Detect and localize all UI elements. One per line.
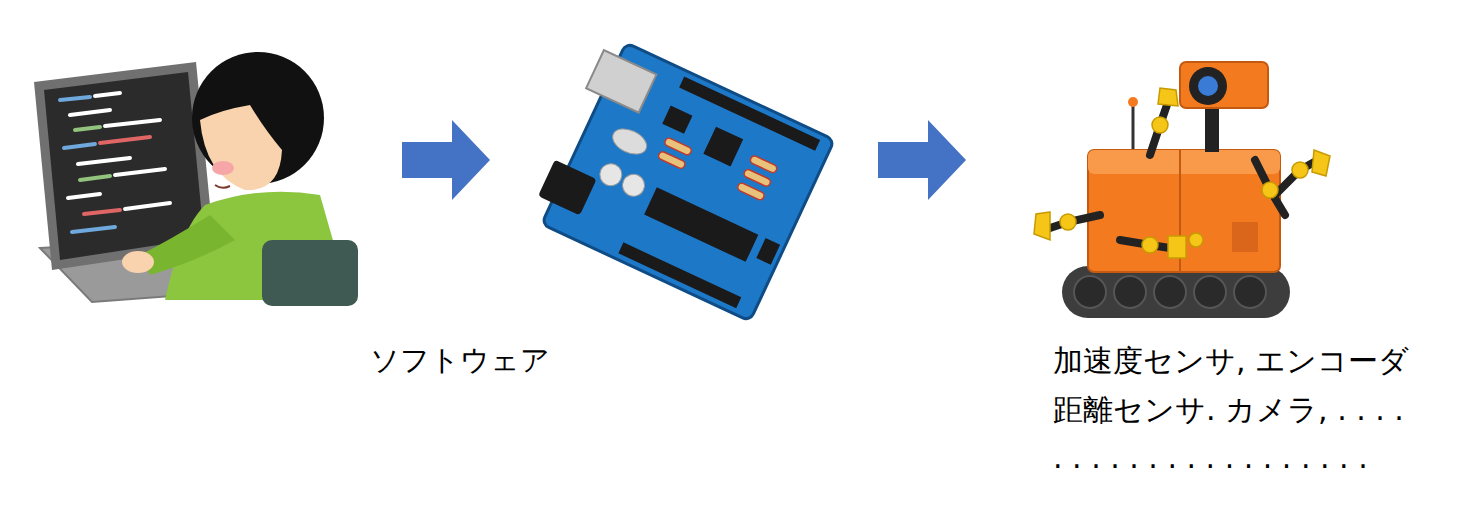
- robot-illustration-part: [1180, 62, 1268, 108]
- sensor-list-label: 距離センサ. カメラ, . . . .: [1053, 392, 1404, 428]
- robot-illustration-part-part: [1074, 276, 1106, 308]
- robot-illustration-part-part: [1189, 233, 1203, 247]
- robot-illustration: [1034, 62, 1330, 318]
- robot-illustration-part-part: [1158, 88, 1178, 106]
- robot-illustration-part-part: [1150, 102, 1168, 155]
- sensor-list-label: . . . . . . . . . . . . . . . . .: [1053, 440, 1368, 476]
- programmer-illustration-part-part: [115, 169, 165, 175]
- flow-arrow: [878, 120, 966, 200]
- microcontroller-board-part: [679, 77, 820, 151]
- microcontroller-board-part: [619, 171, 648, 200]
- sensor-list-label: 加速度センサ, エンコーダ: [1053, 343, 1409, 379]
- microcontroller-board: [526, 36, 834, 322]
- programmer-illustration-part: [122, 251, 154, 273]
- programmer-illustration-part: [215, 185, 230, 188]
- robot-illustration-part: [1088, 150, 1280, 272]
- robot-illustration-part-part: [1034, 212, 1050, 240]
- robot-illustration-part-part: [1142, 237, 1158, 253]
- programmer-illustration-part-part: [78, 158, 130, 164]
- robot-illustration-part-part: [1152, 117, 1168, 133]
- programmer-illustration-part-part: [105, 120, 160, 126]
- microcontroller-board-part-part: [737, 182, 766, 201]
- programmer-illustration-part: [60, 93, 170, 232]
- programmer-illustration-part-part: [68, 194, 100, 198]
- microcontroller-board-part: [618, 242, 741, 308]
- microcontroller-board-part: [596, 160, 625, 189]
- robot-illustration-part-part: [1168, 236, 1186, 258]
- microcontroller-board-part: [538, 160, 597, 216]
- robot-illustration-part: [1074, 276, 1266, 308]
- programmer-illustration-part-part: [60, 97, 90, 100]
- programmer-illustration-part-part: [80, 176, 110, 180]
- robot-illustration-part-part: [1275, 160, 1318, 195]
- programmer-illustration-part-part: [100, 137, 150, 143]
- microcontroller-board-part: [644, 187, 758, 262]
- programmer-illustration-part-part: [75, 127, 100, 130]
- programmer-illustration-part-part: [64, 144, 95, 148]
- robot-illustration-part-part: [1262, 182, 1278, 198]
- programmer-illustration-part-part: [125, 203, 170, 209]
- microcontroller-board-part: [586, 50, 656, 113]
- robot-illustration-part: [1198, 76, 1218, 96]
- programmer-illustration-part: [140, 215, 235, 275]
- robot-illustration-part: [1232, 222, 1258, 252]
- robot-illustration-part: [1132, 104, 1135, 152]
- software-label: ソフトウェア: [370, 343, 550, 378]
- programmer-illustration-part-part: [84, 210, 120, 214]
- programmer-illustration: [34, 52, 358, 306]
- robot-illustration-part: [1034, 88, 1330, 258]
- programmer-illustration-part: [262, 240, 358, 306]
- microcontroller-board-part: [657, 119, 778, 206]
- programmer-illustration-part: [212, 161, 234, 175]
- programmer-illustration-part-part: [70, 110, 110, 115]
- robot-illustration-part-part: [1154, 276, 1186, 308]
- robot-illustration-part-part: [1114, 276, 1146, 308]
- robot-illustration-part-part: [1255, 160, 1285, 215]
- flow-arrow: [402, 120, 490, 200]
- programmer-illustration-part: [200, 105, 282, 190]
- microcontroller-board-part: [756, 238, 780, 265]
- robot-illustration-part-part: [1194, 276, 1226, 308]
- robot-illustration-part-part: [1312, 150, 1330, 176]
- robot-illustration-part: [1062, 266, 1290, 318]
- robot-illustration-part: [1088, 150, 1280, 174]
- microcontroller-board-part: [703, 127, 743, 167]
- microcontroller-board-part-part: [657, 151, 686, 170]
- programmer-illustration-part: [44, 72, 204, 260]
- robot-illustration-part: [1050, 102, 1318, 248]
- robot-illustration-part-part: [1060, 214, 1076, 230]
- robot-illustration-part-part: [1234, 276, 1266, 308]
- robot-illustration-part: [1189, 67, 1227, 105]
- programmer-illustration-part-part: [95, 93, 120, 96]
- robot-illustration-part: [1128, 97, 1138, 107]
- microcontroller-board-part: [662, 106, 692, 134]
- programmer-illustration-part-part: [72, 227, 115, 232]
- microcontroller-board-part: [609, 124, 651, 159]
- robot-illustration-part-part: [1292, 162, 1308, 178]
